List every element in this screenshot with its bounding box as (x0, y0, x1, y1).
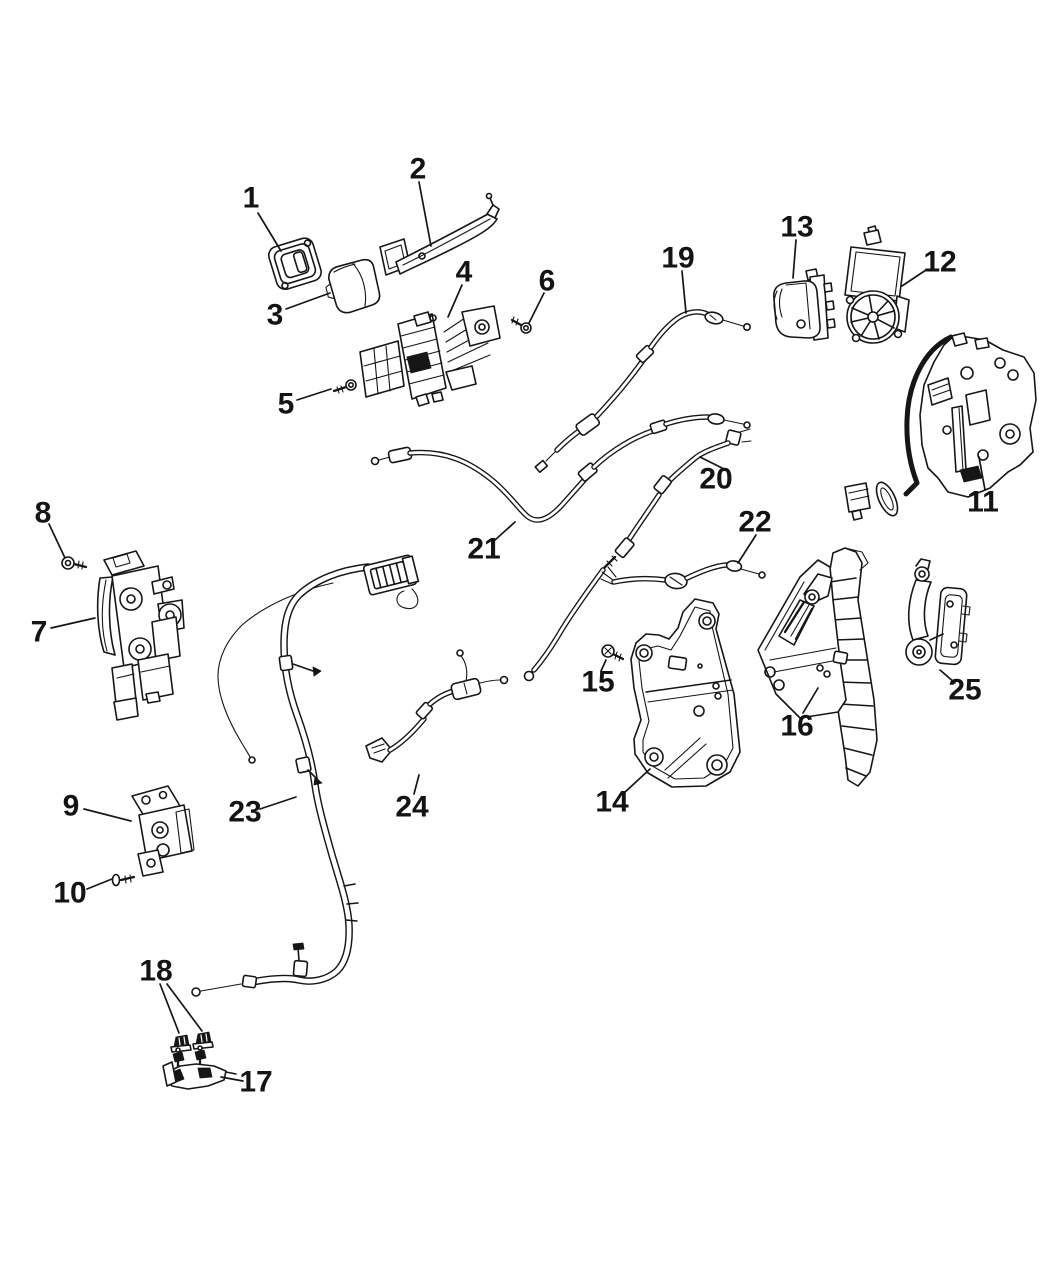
leader-line-16 (802, 687, 819, 714)
part-9-latch (131, 785, 195, 877)
part-1-handle-bezel (267, 237, 322, 291)
part-17-striker-bracket (162, 1045, 237, 1090)
leader-line-12 (901, 269, 927, 287)
callout-label-8: 8 (35, 497, 52, 530)
callout-label-10: 10 (53, 877, 86, 910)
leader-line-6 (528, 292, 545, 324)
part-11-lock-module (844, 332, 1037, 521)
leader-line-25 (939, 669, 956, 684)
part-3-handle-cap (325, 258, 381, 314)
callout-label-14: 14 (595, 786, 629, 819)
callout-label-11: 11 (967, 486, 999, 519)
callout-label-13: 13 (780, 211, 813, 244)
leader-line-18 (166, 983, 203, 1032)
leader-line-9 (83, 808, 132, 822)
part-25-check-arm (905, 558, 971, 666)
callout-label-21: 21 (467, 533, 500, 566)
push-nut (170, 1034, 192, 1053)
leader-line-2 (418, 181, 432, 247)
push-nut (192, 1031, 214, 1050)
harness-connector (362, 554, 420, 596)
callout-label-4: 4 (456, 256, 473, 289)
leader-line-8 (48, 523, 66, 559)
part-21-inside-handle-cable (370, 413, 751, 523)
part-10-screw (111, 873, 136, 887)
callout-label-24: 24 (395, 791, 429, 824)
harness-clip (278, 654, 322, 677)
callout-label-1: 1 (243, 182, 260, 215)
part-19-latch-release-cable (534, 309, 751, 474)
part-15-screw (601, 644, 625, 662)
callout-label-25: 25 (948, 674, 981, 707)
callout-label-20: 20 (699, 463, 732, 496)
leader-line-3 (285, 292, 331, 310)
part-6-screw (510, 316, 532, 334)
leader-line-10 (86, 878, 113, 890)
leader-line-21 (494, 521, 516, 541)
leader-line-7 (50, 617, 96, 629)
part-14-door-module-plate (630, 598, 741, 788)
leader-line-5 (296, 388, 332, 401)
callout-label-2: 2 (410, 153, 427, 186)
part-13-lock-actuator (772, 268, 836, 341)
leader-line-14 (623, 768, 651, 794)
callout-label-17: 17 (239, 1066, 272, 1099)
harness-clip (295, 756, 323, 786)
part-12-window-motor (844, 225, 910, 344)
callout-label-23: 23 (228, 796, 261, 829)
part-22-lock-link-cable (600, 560, 766, 590)
callout-label-18: 18 (139, 955, 172, 988)
callout-label-3: 3 (267, 299, 284, 332)
leader-line-13 (792, 239, 797, 279)
part-23-door-wiring-harness (191, 554, 420, 997)
leader-line-1 (257, 212, 282, 252)
part-20-outside-handle-cable (523, 428, 752, 682)
callout-label-16: 16 (780, 710, 813, 743)
part-24-jumper-cable (365, 649, 509, 763)
callout-label-7: 7 (31, 616, 48, 649)
leader-line-11 (978, 456, 986, 491)
callout-label-15: 15 (581, 666, 614, 699)
harness-clip (292, 942, 309, 978)
leader-line-19 (681, 270, 687, 314)
callout-label-19: 19 (661, 242, 694, 275)
part-2-outside-handle (379, 192, 500, 276)
part-8-screw (61, 556, 88, 570)
leader-line-17 (220, 1076, 244, 1082)
leader-line-20 (699, 456, 729, 472)
part-4-handle-carrier (359, 305, 501, 407)
part-7-door-lock (96, 550, 185, 721)
callout-label-22: 22 (738, 506, 771, 539)
leader-line-18 (159, 983, 180, 1034)
leader-line-24 (413, 774, 420, 795)
part-16-carrier-panel (757, 547, 878, 787)
leader-line-22 (737, 534, 757, 564)
callout-label-12: 12 (923, 246, 956, 279)
leader-line-15 (600, 659, 607, 672)
leader-line-4 (447, 284, 463, 318)
callout-label-9: 9 (63, 790, 80, 823)
callout-label-5: 5 (278, 388, 295, 421)
leader-line-23 (259, 796, 297, 810)
callout-label-6: 6 (539, 265, 556, 298)
part-5-screw (332, 379, 357, 394)
